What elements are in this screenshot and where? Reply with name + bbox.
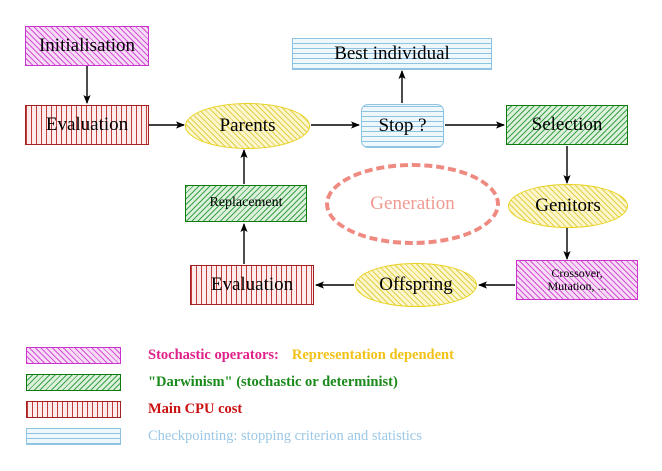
node-generation: Generation [325,163,500,245]
legend-text-darwinism: "Darwinism" (stochastic or determinist) [148,374,398,391]
legend-swatch-blue [26,427,121,445]
node-replacement: Replacement [185,185,307,222]
node-label-generation: Generation [370,193,455,215]
node-label-replacement: Replacement [209,195,283,211]
node-offspring: Offspring [355,263,477,307]
legend-label-stochastic-operators: Stochastic operators: [148,346,279,363]
node-stop: Stop ? [361,104,444,148]
legend-row-main-cpu-cost: Main CPU cost [26,398,242,420]
legend-text-checkpointing: Checkpointing: stopping criterion and st… [148,428,422,445]
legend: Stochastic operators: Representation depe… [0,340,662,471]
node-genitors: Genitors [508,184,628,228]
legend-row-checkpointing: Checkpointing: stopping criterion and st… [26,425,422,447]
legend-text-main-cpu-cost: Main CPU cost [148,401,242,418]
legend-swatch-magenta [26,346,121,364]
node-label-evaluation_top: Evaluation [45,114,129,136]
node-initialisation: Initialisation [25,26,149,66]
node-label-initialisation: Initialisation [38,35,136,57]
node-label-best_individual: Best individual [334,43,450,65]
node-parents: Parents [185,103,310,149]
node-best_individual: Best individual [292,38,492,70]
legend-label-checkpointing: Checkpointing: stopping criterion and st… [148,427,422,444]
legend-swatch-red [26,400,121,418]
legend-row-stochastic-operators: Stochastic operators: Representation depe… [26,344,454,366]
legend-swatch-green [26,373,121,391]
legend-label-darwinism: "Darwinism" (stochastic or determinist) [148,373,398,390]
node-label-parents: Parents [219,115,276,137]
node-evaluation_top: Evaluation [25,105,149,145]
legend-label-main-cpu-cost: Main CPU cost [148,400,243,417]
node-crossover: Crossover,Mutation, ... [516,260,638,300]
node-evaluation_bottom: Evaluation [190,265,314,305]
node-label-stop: Stop ? [378,115,427,137]
legend-extra-stochastic-operators: Representation dependent [291,346,454,363]
node-label-evaluation_bottom: Evaluation [210,274,294,296]
legend-text-stochastic-operators: Stochastic operators: Representation depe… [148,347,454,364]
node-label-genitors: Genitors [535,195,601,217]
legend-row-darwinism: "Darwinism" (stochastic or determinist) [26,371,398,393]
node-selection: Selection [506,105,628,145]
node-label-crossover: Crossover,Mutation, ... [547,266,607,293]
node-label-offspring: Offspring [379,274,453,296]
node-label-selection: Selection [531,114,603,136]
